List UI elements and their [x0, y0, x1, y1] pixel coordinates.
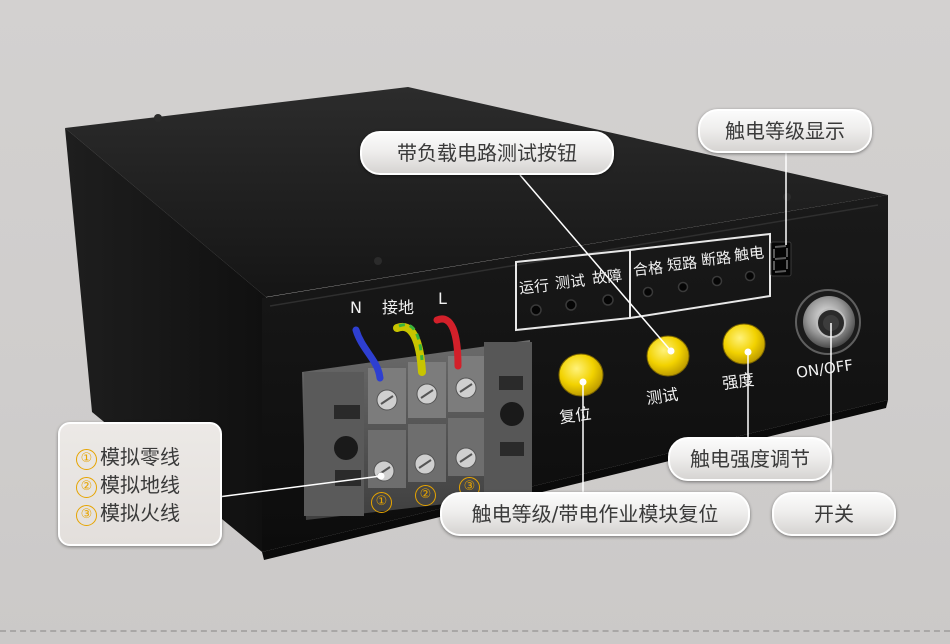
callout-power-switch: 开关	[772, 492, 896, 536]
status-label-run: 运行	[518, 276, 550, 298]
status-label-fault: 故障	[591, 266, 623, 288]
legend-number: ①	[76, 449, 97, 470]
wire-label-l: L	[438, 289, 447, 308]
result-label-shock: 触电	[733, 243, 765, 265]
result-label-pass: 合格	[632, 258, 664, 280]
callout-strength-adjust: 触电强度调节	[668, 437, 832, 481]
reset-button-label: 复位	[558, 403, 593, 428]
strength-button-label: 强度	[721, 369, 756, 394]
legend-label: 模拟零线	[100, 445, 180, 469]
test-button-label: 测试	[645, 384, 680, 409]
callout-reset-button: 触电等级/带电作业模块复位	[440, 492, 750, 536]
result-label-short: 短路	[666, 253, 698, 275]
callout-load-test-button: 带负载电路测试按钮	[360, 131, 614, 175]
terminal-number-1: ①	[371, 492, 392, 513]
dashed-divider	[0, 630, 950, 632]
legend-number: ②	[76, 477, 97, 498]
terminal-number-2: ②	[415, 485, 436, 506]
wire-label-ground: 接地	[382, 298, 415, 317]
callout-level-display: 触电等级显示	[698, 109, 872, 153]
legend-label: 模拟地线	[100, 473, 180, 497]
status-label-test: 测试	[554, 271, 586, 293]
legend-label: 模拟火线	[100, 501, 180, 525]
wire-label-n: N	[350, 298, 362, 317]
result-label-open: 断路	[700, 248, 732, 270]
legend-number: ③	[76, 505, 97, 526]
